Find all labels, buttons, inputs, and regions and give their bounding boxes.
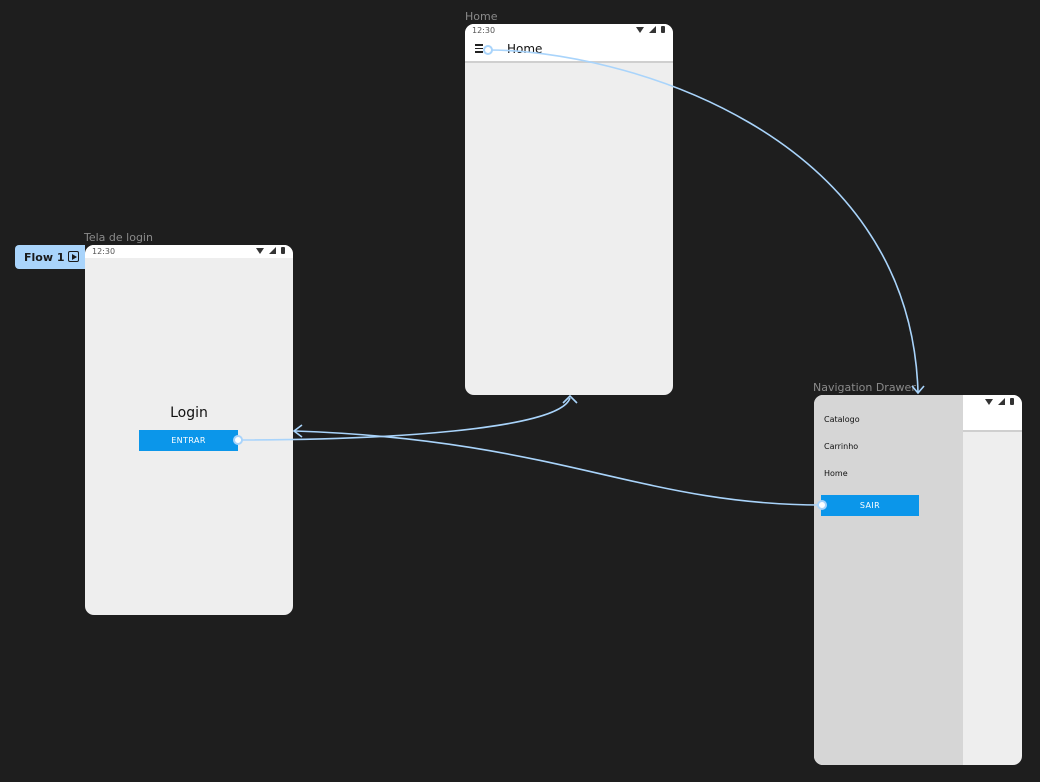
frame-navigation-drawer[interactable]: Catalogo Carrinho Home SAIR	[814, 395, 1022, 765]
status-bar: 12:30	[465, 24, 673, 37]
status-bar: 12:30	[85, 245, 293, 258]
frame-label-drawer[interactable]: Navigation Drawer	[813, 381, 916, 394]
login-title: Login	[170, 405, 208, 421]
flow-label: Flow 1	[24, 250, 65, 264]
drawer-item-carrinho[interactable]: Carrinho	[824, 442, 859, 451]
wifi-icon	[636, 26, 644, 33]
status-time: 12:30	[472, 26, 496, 35]
sair-button[interactable]: SAIR	[821, 495, 919, 516]
wifi-icon	[985, 398, 993, 405]
battery-icon	[281, 247, 285, 254]
signal-icon	[998, 398, 1005, 405]
frame-label-home[interactable]: Home	[465, 10, 498, 23]
scrim-app-bar	[963, 395, 1022, 432]
drawer-item-home[interactable]: Home	[824, 469, 848, 478]
connector-sair-to-login	[294, 430, 823, 506]
play-icon[interactable]	[68, 251, 79, 262]
arrowhead-home	[562, 394, 578, 404]
battery-icon	[1010, 398, 1014, 405]
signal-icon	[649, 26, 656, 33]
drawer-item-catalogo[interactable]: Catalogo	[824, 415, 860, 424]
arrowhead-login	[292, 424, 303, 438]
frame-label-login[interactable]: Tela de login	[84, 231, 153, 244]
wifi-icon	[256, 247, 264, 254]
drawer-panel: Catalogo Carrinho Home SAIR	[814, 395, 963, 765]
menu-icon[interactable]	[475, 44, 483, 53]
top-app-bar: Home	[465, 37, 673, 63]
flow-starting-point-badge[interactable]: Flow 1	[15, 245, 85, 269]
battery-icon	[661, 26, 665, 33]
appbar-title: Home	[507, 42, 543, 56]
entrar-button[interactable]: ENTRAR	[139, 430, 238, 451]
status-time: 12:30	[92, 247, 116, 256]
frame-login[interactable]: 12:30 Login ENTRAR	[85, 245, 293, 615]
signal-icon	[269, 247, 276, 254]
frame-home[interactable]: 12:30 Home	[465, 24, 673, 395]
